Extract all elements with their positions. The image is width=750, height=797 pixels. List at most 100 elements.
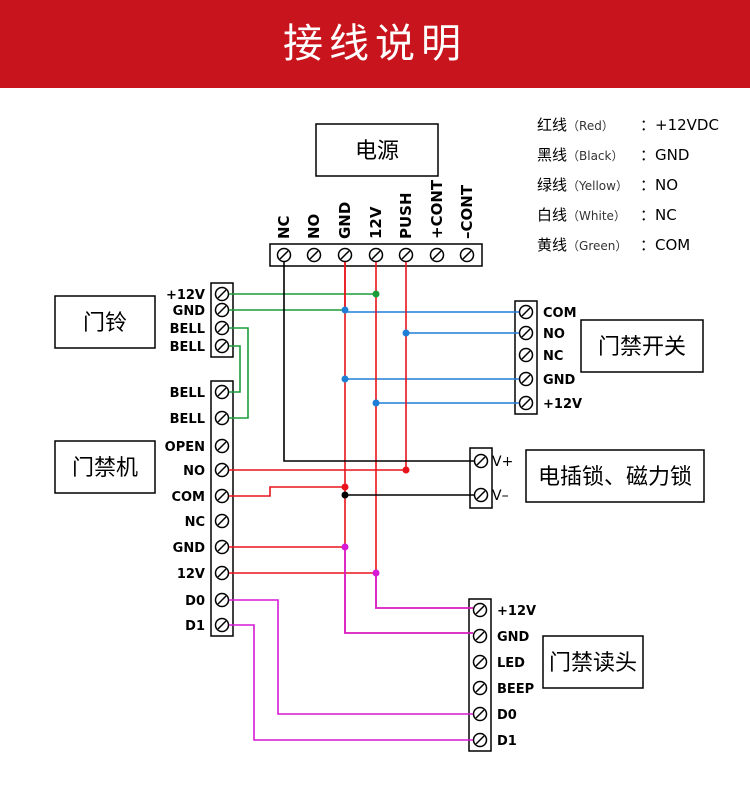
screw-terminal-icon	[472, 654, 488, 670]
legend-signal: ：COM	[640, 236, 690, 254]
screw-terminal-icon	[276, 247, 292, 263]
lock-box	[525, 449, 705, 503]
screw-terminal-icon	[473, 453, 489, 469]
terminal-label: +12V	[543, 397, 582, 412]
screw-terminal-icon	[398, 247, 414, 263]
screw-terminal-icon	[472, 680, 488, 696]
terminal-label: D0	[497, 708, 517, 723]
legend-color-name: 黄线	[537, 236, 567, 254]
screw-terminal-icon	[214, 462, 230, 478]
screw-terminal-icon	[214, 410, 230, 426]
terminal-label: COM	[543, 306, 577, 321]
screw-terminal-icon	[214, 565, 230, 581]
screw-terminal-icon	[214, 539, 230, 555]
power-terminal-label: 12V	[367, 206, 385, 239]
page-title: 接线说明	[283, 21, 467, 67]
junction-dot	[341, 375, 349, 383]
legend-color-english: （Green）	[567, 239, 627, 253]
reader-box	[542, 635, 644, 689]
junction-dot	[372, 399, 380, 407]
legend-entry: 红线（Red）：+12VDC	[537, 116, 719, 134]
reader-gnd-wire	[344, 547, 473, 634]
screw-terminal-icon	[368, 247, 384, 263]
screw-terminal-icon	[472, 628, 488, 644]
bell-loop-wire-2	[229, 345, 241, 393]
header-banner	[0, 0, 750, 88]
screw-terminal-icon	[518, 371, 534, 387]
controller-box	[54, 440, 156, 494]
legend-signal: ：+12VDC	[640, 116, 719, 134]
screw-terminal-icon	[518, 325, 534, 341]
legend-entry: 黄线（Green） ：COM	[537, 236, 690, 254]
terminal-label: D1	[185, 619, 205, 634]
legend-color-english: （Yellow）	[567, 179, 628, 193]
terminal-label: +12V	[497, 604, 536, 619]
power-supply-label: 电源	[355, 139, 399, 164]
exit-switch-terminal-strip: COM NO NC GND +12V	[514, 300, 582, 415]
screw-terminal-icon	[472, 602, 488, 618]
legend-color-name: 绿线	[537, 176, 567, 194]
power-12v-riser	[375, 262, 473, 609]
legend-entry: 黑线（Black）：GND	[537, 146, 689, 164]
power-terminal-label: +CONT	[428, 179, 446, 239]
terminal-label: BELL	[170, 322, 205, 337]
power-gnd-riser	[344, 262, 473, 634]
screw-terminal-icon	[518, 304, 534, 320]
bell-loop-wire-1	[229, 327, 249, 419]
screw-terminal-icon	[214, 302, 230, 318]
junction-dot	[341, 543, 349, 551]
terminal-label: V–	[492, 488, 509, 504]
power-terminal-label: –CONT	[458, 184, 476, 239]
terminal-label: GND	[173, 304, 206, 319]
reader-d0-wire	[229, 599, 473, 715]
doorbell-box	[54, 295, 156, 349]
screw-terminal-icon	[214, 320, 230, 336]
terminal-label: 12V	[177, 567, 205, 582]
legend-signal: ：NC	[640, 206, 677, 224]
junction-dot	[341, 306, 349, 314]
terminal-label: D1	[497, 734, 517, 749]
terminal-label: OPEN	[165, 440, 205, 455]
terminal-label: NO	[183, 464, 205, 479]
screw-terminal-icon	[472, 732, 488, 748]
screw-terminal-icon	[214, 286, 230, 302]
power-terminal-label: NO	[305, 214, 323, 239]
power-nc-wire	[283, 262, 474, 462]
terminal-label: BEEP	[497, 682, 534, 697]
screw-terminal-icon	[472, 706, 488, 722]
power-terminal-label: PUSH	[397, 192, 415, 239]
reader-12v-wire	[375, 573, 473, 609]
terminal-label: GND	[173, 541, 206, 556]
terminal-label: GND	[497, 630, 530, 645]
screw-terminal-icon	[459, 247, 475, 263]
junction-dot	[341, 483, 349, 491]
terminal-label: NC	[543, 349, 563, 364]
screw-terminal-icon	[214, 438, 230, 454]
controller-com-wire	[229, 486, 345, 497]
reader-label: 门禁读头	[549, 651, 637, 676]
terminal-label: NO	[543, 327, 565, 342]
junction-dot	[402, 329, 410, 337]
lock-label: 电插锁、磁力锁	[538, 465, 692, 490]
legend-entry: 绿线（Yellow） ：NO	[537, 176, 678, 194]
legend-entry: 白线（White）：NC	[537, 206, 677, 224]
junction-dot	[372, 290, 380, 298]
terminal-label: D0	[185, 594, 205, 609]
terminal-label: GND	[543, 373, 576, 388]
power-terminal-label: GND	[336, 202, 354, 239]
screw-terminal-icon	[518, 347, 534, 363]
controller-label: 门禁机	[72, 456, 138, 481]
reader-d1-wire	[229, 624, 473, 741]
doorbell-label: 门铃	[83, 311, 127, 336]
junction-dot	[372, 569, 380, 577]
junction-dot	[341, 491, 349, 499]
lock-terminal-strip: V+ V–	[469, 447, 513, 509]
legend-signal: ：NO	[640, 176, 678, 194]
terminal-label: V+	[492, 454, 513, 470]
legend-color-english: （Red）	[567, 119, 614, 133]
exit-switch-label: 门禁开关	[598, 335, 686, 360]
terminal-label: COM	[171, 490, 205, 505]
